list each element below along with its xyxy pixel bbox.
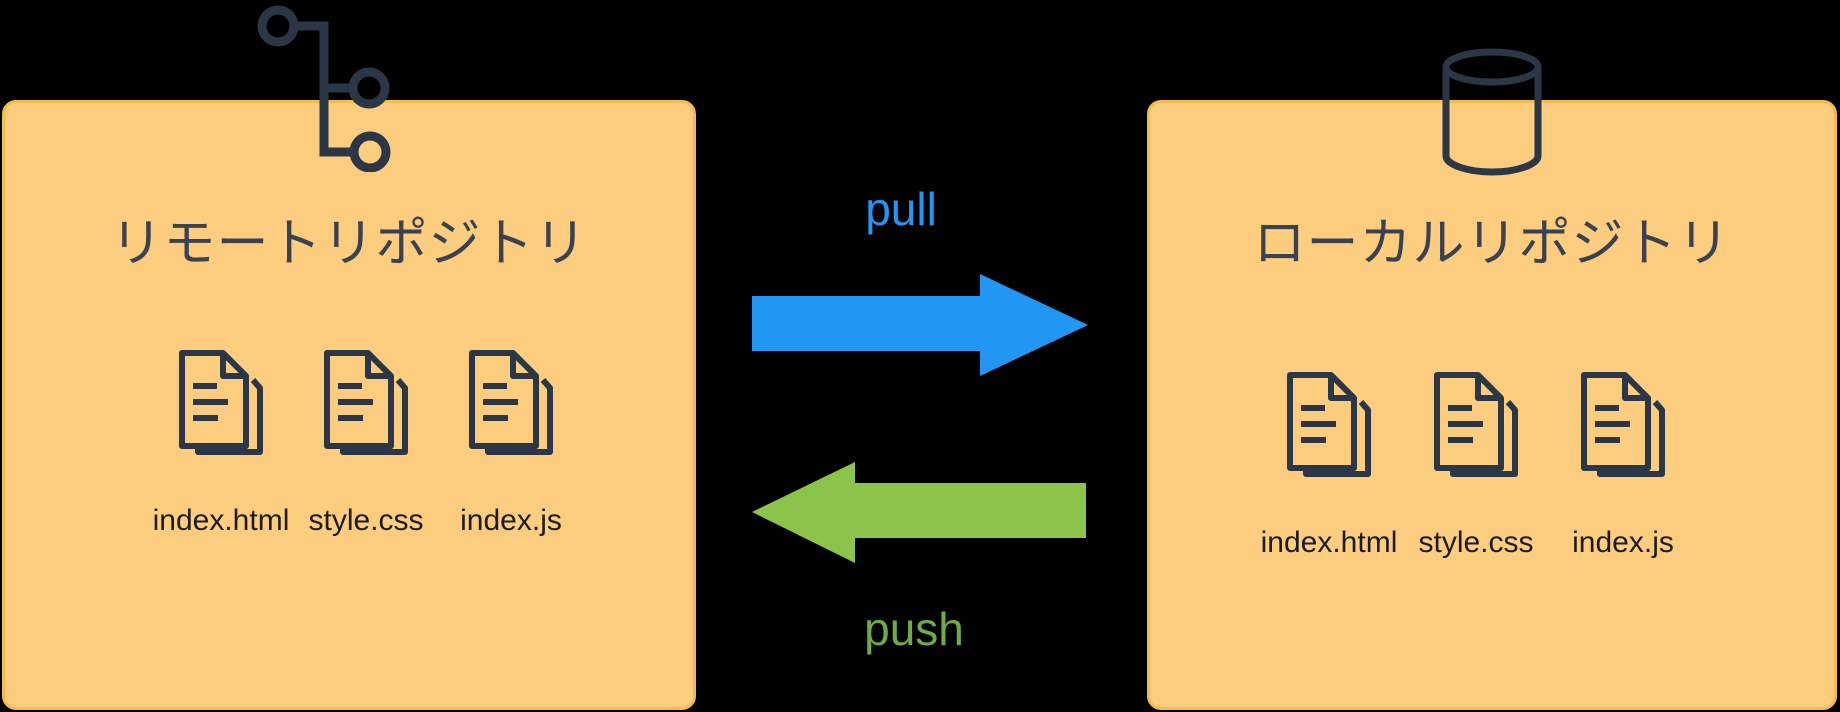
pull-label: pull <box>865 183 937 235</box>
document-copy-icon <box>1434 372 1518 477</box>
file-item: index.js <box>440 350 582 538</box>
document-copy-icon <box>1581 372 1665 477</box>
local-files-row: index.html style.css <box>1258 372 1694 560</box>
remote-repo-title: リモートリポジトリ <box>110 215 588 273</box>
file-label: style.css <box>1418 526 1534 559</box>
file-label: index.js <box>460 504 562 537</box>
database-icon <box>1442 48 1542 176</box>
file-item: index.js <box>1552 372 1694 560</box>
file-label: index.js <box>1572 526 1674 559</box>
file-item: style.css <box>295 350 437 538</box>
document-copy-icon <box>179 350 263 455</box>
file-label: style.css <box>308 504 424 537</box>
file-item: index.html <box>150 350 292 538</box>
file-label: index.html <box>152 504 290 537</box>
file-item: style.css <box>1405 372 1547 560</box>
remote-repo-panel: リモートリポジトリ index.html <box>2 100 696 710</box>
local-repo-title: ローカルリポジトリ <box>1253 215 1731 273</box>
document-copy-icon <box>469 350 553 455</box>
local-repo-panel: ローカルリポジトリ index.html <box>1147 100 1837 710</box>
document-copy-icon <box>1287 372 1371 477</box>
pull-arrow <box>752 274 1088 376</box>
file-label: index.html <box>1260 526 1398 559</box>
remote-files-row: index.html style.css <box>150 350 582 538</box>
git-branch-icon <box>257 5 391 172</box>
file-item: index.html <box>1258 372 1400 560</box>
push-label: push <box>864 603 964 655</box>
push-arrow <box>752 462 1086 563</box>
document-copy-icon <box>324 350 408 455</box>
